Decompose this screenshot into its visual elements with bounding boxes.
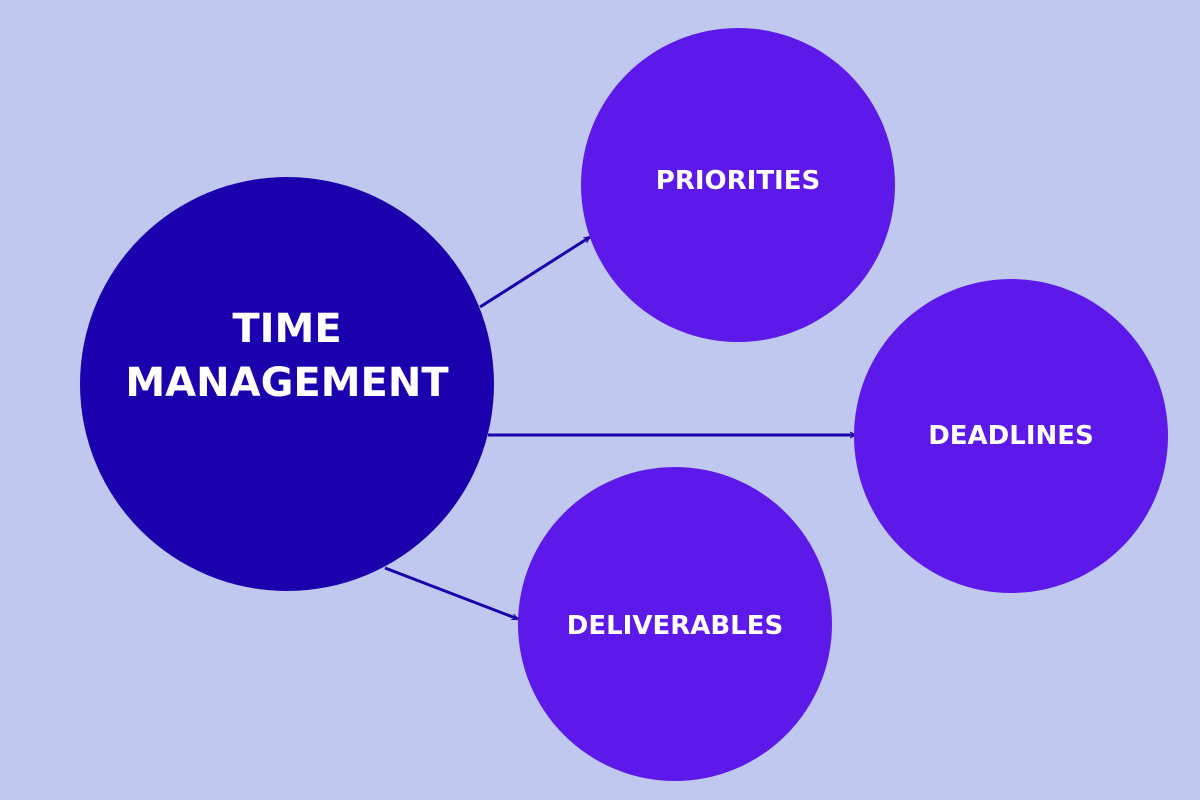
priorities-node: PRIORITIES (581, 28, 895, 342)
deadlines-node: DEADLINES (854, 279, 1168, 593)
time-management-label: TIME MANAGEMENT (125, 303, 448, 409)
center-label-line-2: MANAGEMENT (125, 359, 449, 406)
priorities-label: PRIORITIES (655, 166, 821, 196)
time-management-node: TIME MANAGEMENT (80, 177, 494, 591)
arrow-to-deliverables (384, 566, 519, 621)
arrow-to-priorities (479, 235, 591, 309)
deadlines-label: DEADLINES (928, 421, 1094, 451)
deliverables-node: DELIVERABLES (518, 467, 832, 781)
center-label-line-1: TIME (232, 306, 342, 353)
deliverables-label: DELIVERABLES (566, 611, 784, 641)
